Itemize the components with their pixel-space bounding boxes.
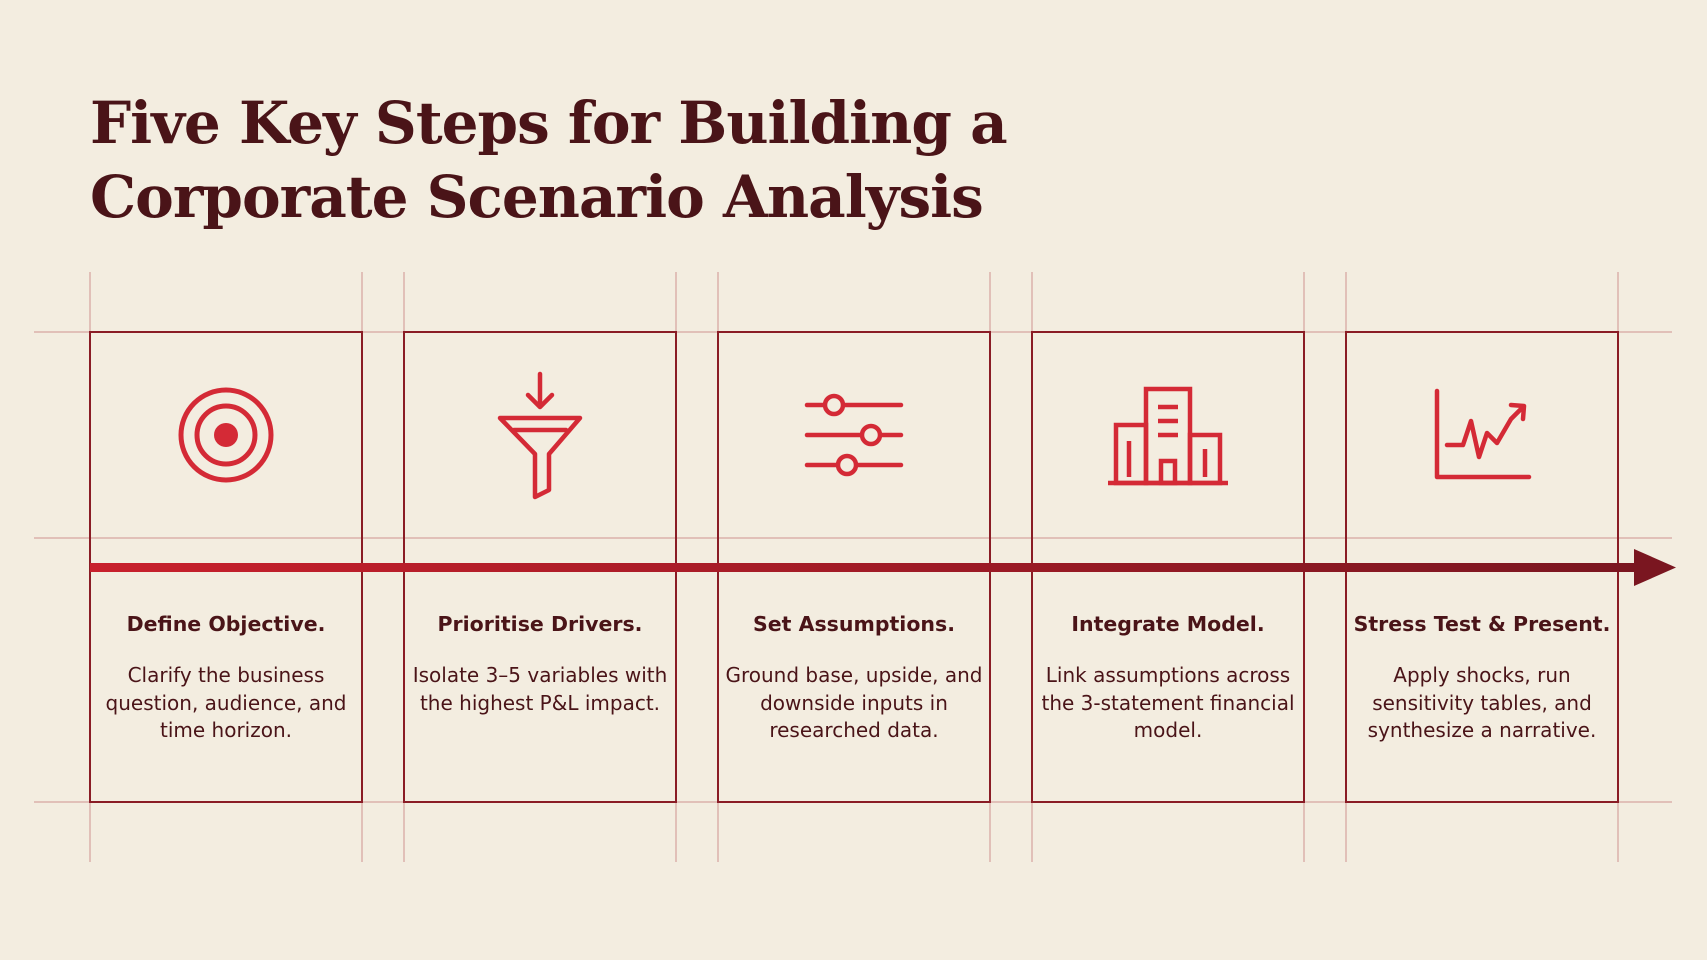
step-title: Stress Test & Present. xyxy=(1353,612,1611,636)
step-title: Define Objective. xyxy=(126,612,326,636)
step-title: Prioritise Drivers. xyxy=(437,612,643,636)
step-card: Define Objective. Clarify the business q… xyxy=(90,332,362,802)
step-title: Set Assumptions. xyxy=(753,612,955,636)
building-icon xyxy=(1032,332,1304,538)
title-line-2: Corporate Scenario Analysis xyxy=(90,163,984,231)
page-title: Five Key Steps for Building a Corporate … xyxy=(90,86,1090,234)
step-card: Set Assumptions. Ground base, upside, an… xyxy=(718,332,990,802)
funnel-icon xyxy=(404,332,676,538)
target-icon xyxy=(90,332,362,538)
step-description: Apply shocks, run sensitivity tables, an… xyxy=(1367,663,1597,742)
sliders-icon xyxy=(718,332,990,538)
step-description: Link assumptions across the 3-statement … xyxy=(1041,663,1295,742)
title-line-1: Five Key Steps for Building a xyxy=(90,89,1008,157)
step-title: Integrate Model. xyxy=(1071,612,1265,636)
chart-trend-icon xyxy=(1346,332,1618,538)
step-card: Stress Test & Present. Apply shocks, run… xyxy=(1346,332,1618,802)
step-card: Integrate Model. Link assumptions across… xyxy=(1032,332,1304,802)
step-description: Ground base, upside, and downside inputs… xyxy=(725,663,983,742)
step-description: Isolate 3–5 variables with the highest P… xyxy=(412,663,668,715)
step-card: Prioritise Drivers. Isolate 3–5 variable… xyxy=(404,332,676,802)
timeline-arrow xyxy=(90,549,1676,586)
step-description: Clarify the business question, audience,… xyxy=(105,663,347,742)
